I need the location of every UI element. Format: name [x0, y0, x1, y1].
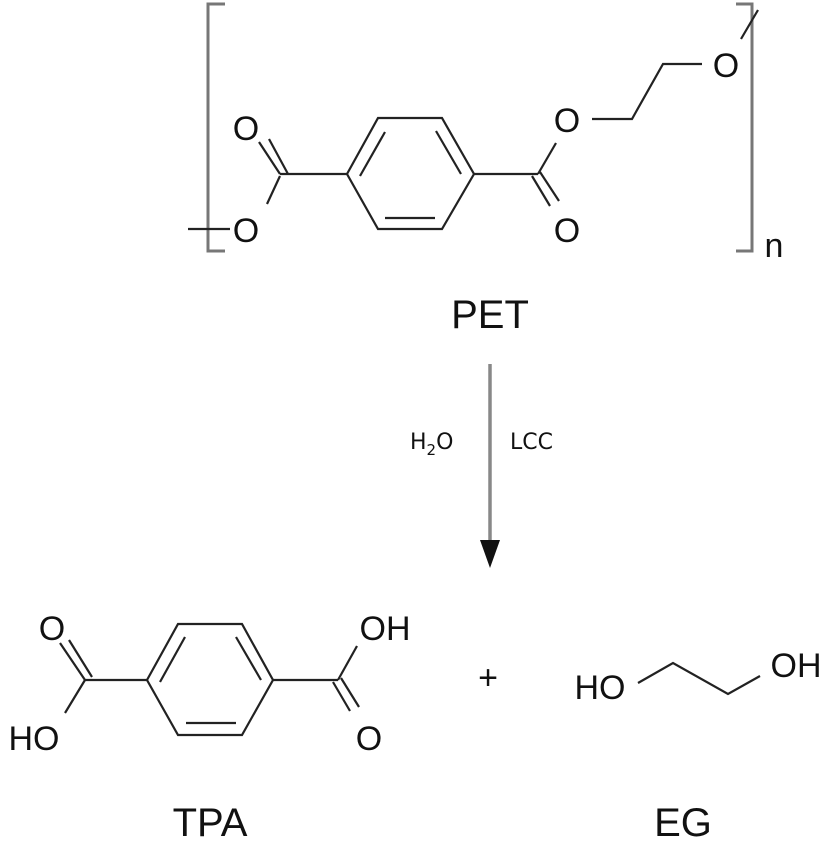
- atom-o-ester-right: O: [554, 102, 580, 140]
- tpa-carbonyl-double-right-a: [332, 681, 351, 712]
- eg-label: EG: [654, 801, 712, 841]
- atom-o-chain-end: O: [713, 47, 739, 85]
- pet-label: PET: [451, 293, 529, 337]
- tpa-ring-inner-2: [235, 636, 262, 681]
- tpa-structure: O HO OH O TPA: [9, 610, 411, 841]
- tpa-carbonyl-double-left-a: [59, 642, 86, 681]
- tpa-atom-ho-bottom-left: HO: [9, 720, 60, 758]
- right-stub-bond: [740, 9, 759, 40]
- tpa-ring-inner-1: [159, 636, 186, 683]
- ethylene-chain: [592, 62, 702, 121]
- tpa-atom-o-bottom-right: O: [356, 720, 382, 758]
- tpa-hydroxyl-bond-left: [64, 679, 86, 714]
- right-bracket: [736, 2, 754, 253]
- tpa-label: TPA: [173, 801, 248, 841]
- repeat-subscript-n: n: [765, 227, 784, 265]
- tpa-hydroxyl-bond-right: [337, 645, 358, 681]
- ester-bond-right: [537, 142, 557, 175]
- ring-inner-bond-2: [435, 130, 462, 175]
- reagent-water: H2O: [410, 430, 453, 459]
- reaction-arrow-group: H2O LCC: [410, 364, 553, 568]
- atom-o-ester-left: O: [233, 212, 259, 250]
- plus-sign: +: [478, 659, 498, 697]
- tpa-atom-oh-top-right: OH: [360, 610, 411, 648]
- carbonyl-double-left-a: [258, 141, 281, 175]
- tpa-carbonyl-double-left-b: [68, 639, 93, 678]
- arrow-head-icon: [480, 540, 500, 568]
- eg-atom-oh-right: OH: [771, 647, 822, 685]
- carbonyl-double-right-b: [539, 171, 560, 202]
- left-bracket: [206, 2, 225, 253]
- ester-bond-left: [266, 175, 281, 205]
- carbonyl-double-right-a: [531, 175, 551, 207]
- tpa-atom-o-top-left: O: [39, 610, 65, 648]
- tpa-carbonyl-double-right-b: [340, 677, 360, 708]
- catalyst-lcc: LCC: [510, 430, 553, 455]
- pet-structure: O O O O O n PET: [188, 2, 784, 337]
- atom-o-carbonyl-right: O: [554, 212, 580, 250]
- eg-atom-ho-left: HO: [575, 669, 626, 707]
- tpa-benzene-ring: [145, 622, 275, 737]
- eg-structure: HO OH EG: [575, 647, 822, 841]
- atom-o-carbonyl-left: O: [233, 110, 259, 148]
- ring-inner-bond-1: [359, 131, 386, 177]
- pet-benzene-ring: [345, 116, 476, 231]
- eg-chain: [637, 661, 761, 696]
- carbonyl-double-left-b: [268, 138, 289, 175]
